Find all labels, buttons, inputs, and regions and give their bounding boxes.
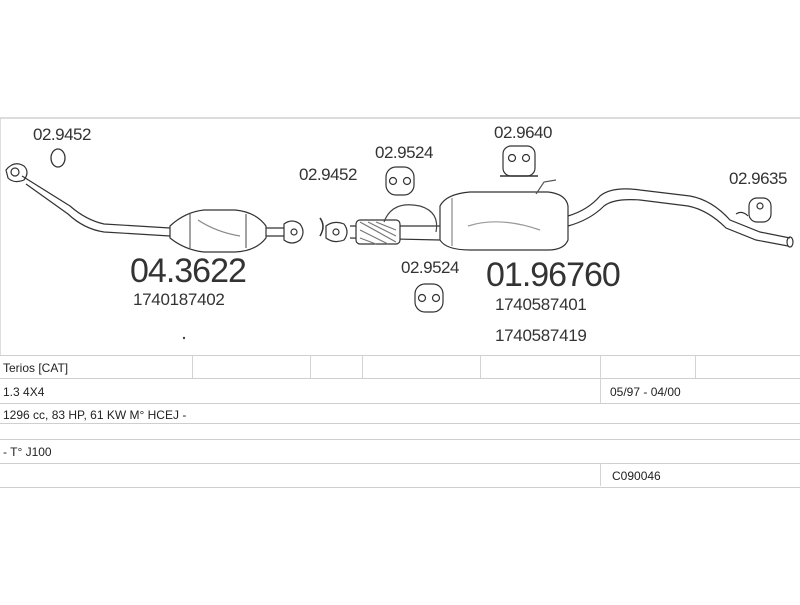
catalytic-converter-number: 04.3622	[130, 252, 247, 290]
catalytic-converter-ref: 1740187402	[133, 290, 225, 309]
model-cell: Terios [CAT]	[3, 361, 69, 375]
column-divider	[600, 355, 601, 378]
column-divider	[600, 463, 601, 486]
catalytic-converter-shape	[169, 209, 267, 253]
mount-top-icon	[500, 145, 538, 177]
hanger-lower-icon	[414, 283, 444, 313]
column-divider	[310, 355, 311, 378]
type-cell: - T° J100	[3, 445, 52, 459]
part-label-gasket-left: 02.9452	[33, 125, 91, 144]
spec-cell: 1296 cc, 83 HP, 61 KW M° HCEJ -	[3, 408, 187, 422]
column-divider	[600, 378, 601, 403]
years-cell: 05/97 - 04/00	[610, 385, 681, 399]
table-row: C090046	[0, 463, 800, 488]
table-row: Terios [CAT]	[0, 355, 800, 379]
column-divider	[192, 355, 193, 378]
gasket-left-icon	[50, 148, 66, 168]
middle-pipe	[325, 204, 441, 245]
code-cell: C090046	[612, 469, 661, 483]
table-row: - T° J100	[0, 439, 800, 464]
silencer-shape	[439, 191, 569, 251]
silencer-number: 01.96760	[486, 256, 621, 294]
part-label-hanger-lower: 02.9524	[401, 258, 459, 277]
silencer-ref-1: 1740587401	[495, 295, 587, 314]
hanger-upper-icon	[385, 166, 415, 196]
part-label-hanger-right: 02.9635	[729, 169, 787, 188]
tail-pipe	[535, 179, 794, 248]
column-divider	[480, 355, 481, 378]
engine-cell: 1.3 4X4	[3, 385, 45, 399]
column-divider	[362, 355, 363, 378]
hanger-right-icon	[735, 197, 772, 223]
table-row: 1296 cc, 83 HP, 61 KW M° HCEJ -	[0, 403, 800, 424]
table-row: 1.3 4X4 05/97 - 04/00	[0, 378, 800, 404]
front-pipe	[5, 163, 171, 237]
column-divider	[695, 355, 696, 378]
table-row	[0, 423, 800, 440]
part-label-mount-top: 02.9640	[494, 123, 552, 142]
vehicle-info-table: Terios [CAT] 1.3 4X4 05/97 - 04/00 1296 …	[0, 355, 800, 488]
part-label-gasket-middle: 02.9452	[299, 165, 357, 184]
converter-outlet	[266, 220, 304, 244]
gasket-middle-icon	[319, 217, 324, 237]
dot-mark	[182, 336, 186, 340]
silencer-ref-2: 1740587419	[495, 326, 587, 345]
part-label-hanger-upper: 02.9524	[375, 143, 433, 162]
